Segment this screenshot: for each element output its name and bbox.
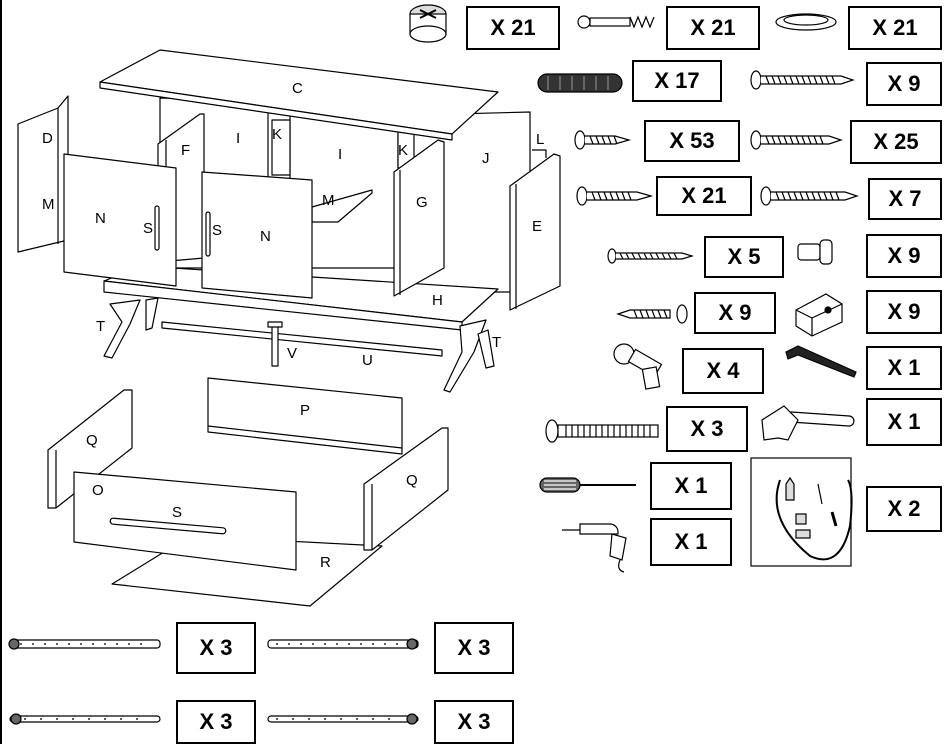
quantity-box: X 53 (644, 120, 740, 162)
part-label: G (416, 194, 428, 211)
part-label: T (492, 334, 502, 351)
drawer-slide-icon (267, 638, 419, 650)
part-label: K (272, 126, 283, 143)
door-n-right (201, 171, 313, 299)
quantity-box: X 3 (434, 622, 514, 674)
wood-dowel-icon (537, 73, 623, 93)
quantity-box: X 17 (632, 60, 722, 102)
quantity-box: X 1 (866, 346, 942, 390)
quantity-box: X 3 (176, 700, 256, 744)
part-label: M (42, 196, 55, 213)
part-label: S (172, 504, 183, 521)
part-label: N (95, 210, 106, 227)
panel-g (393, 139, 445, 297)
long-screw-icon (750, 70, 855, 90)
quantity-box: X 9 (866, 290, 942, 334)
part-label: S (212, 222, 223, 239)
leg-t-left-2 (145, 297, 159, 331)
quantity-box: X 5 (704, 236, 784, 278)
drawer-front-o (73, 471, 297, 571)
quantity-box: X 21 (656, 176, 752, 216)
quantity-box: X 21 (848, 6, 942, 50)
part-label: E (532, 218, 543, 235)
quantity-box: X 9 (866, 62, 942, 106)
drawer-slide-icon (9, 713, 161, 725)
drawer-handle (109, 517, 227, 535)
part-label: K (398, 142, 409, 159)
drill-icon (562, 523, 627, 573)
rail-u (161, 321, 443, 357)
quantity-box: X 2 (866, 486, 942, 532)
part-label: P (300, 402, 311, 419)
part-label: Q (406, 472, 418, 489)
part-label: V (287, 345, 298, 362)
part-label: C (292, 80, 303, 97)
drawer-slide-icon (8, 638, 161, 650)
part-label: I (236, 130, 241, 147)
part-label: U (362, 352, 373, 369)
panel-k-left (271, 119, 291, 176)
screw-icon (574, 130, 632, 150)
quantity-box: X 1 (866, 398, 942, 446)
cam-bolt-icon (577, 15, 655, 29)
quantity-box: X 9 (694, 292, 776, 334)
drawer-side-q-right (363, 427, 449, 551)
long-screw-icon (760, 186, 859, 206)
part-label: L (536, 131, 545, 148)
quantity-box: X 3 (176, 622, 256, 674)
cap-cover-icon (775, 13, 837, 31)
part-label: N (260, 228, 271, 245)
corner-bracket-icon (795, 293, 843, 337)
quantity-box: X 4 (682, 348, 764, 394)
long-bolt-icon (545, 419, 659, 443)
part-label: H (432, 292, 443, 309)
part-label: S (143, 220, 154, 237)
part-label: I (338, 146, 343, 163)
leg-t-right (443, 319, 487, 393)
drawer-back-p (207, 377, 403, 455)
part-label: O (92, 482, 104, 499)
door-handle-right (205, 211, 211, 257)
part-label: D (42, 130, 53, 147)
quantity-box: X 3 (666, 406, 748, 452)
part-label: J (482, 150, 490, 167)
leg-t-left (103, 299, 141, 359)
quantity-box: X 1 (650, 462, 732, 510)
quantity-box: X 25 (850, 120, 942, 164)
quantity-box: X 21 (666, 6, 760, 50)
quantity-box: X 21 (466, 6, 560, 50)
door-n-left (63, 153, 177, 287)
cam-lock-icon (409, 4, 447, 43)
screw-icon (616, 304, 688, 324)
panel-e (509, 153, 561, 311)
screw-icon (576, 186, 654, 206)
leg-t-right-2 (477, 329, 495, 369)
door-handle-left (154, 205, 160, 251)
hammer-icon (761, 405, 855, 441)
page-border (0, 0, 2, 744)
long-screw-icon (750, 130, 843, 150)
allen-key-icon (785, 345, 857, 378)
panel-c-front (99, 81, 453, 141)
part-label: F (181, 142, 191, 159)
part-label: M (322, 192, 335, 209)
drawer-side-q-left (47, 389, 133, 509)
screwdriver-icon (539, 477, 636, 493)
part-label: T (96, 318, 106, 335)
hinge-icon (613, 343, 663, 390)
quantity-box: X 7 (868, 178, 942, 220)
part-label: R (320, 554, 331, 571)
screw-icon (607, 248, 695, 264)
bracket-l (532, 149, 547, 158)
quantity-box: X 1 (650, 518, 732, 566)
part-label: Q (86, 432, 98, 449)
wall-anchor-kit-icon (750, 457, 853, 567)
shelf-support-icon (797, 239, 833, 265)
quantity-box: X 9 (866, 234, 942, 278)
drawer-slide-icon (267, 713, 419, 725)
quantity-box: X 3 (434, 700, 514, 744)
